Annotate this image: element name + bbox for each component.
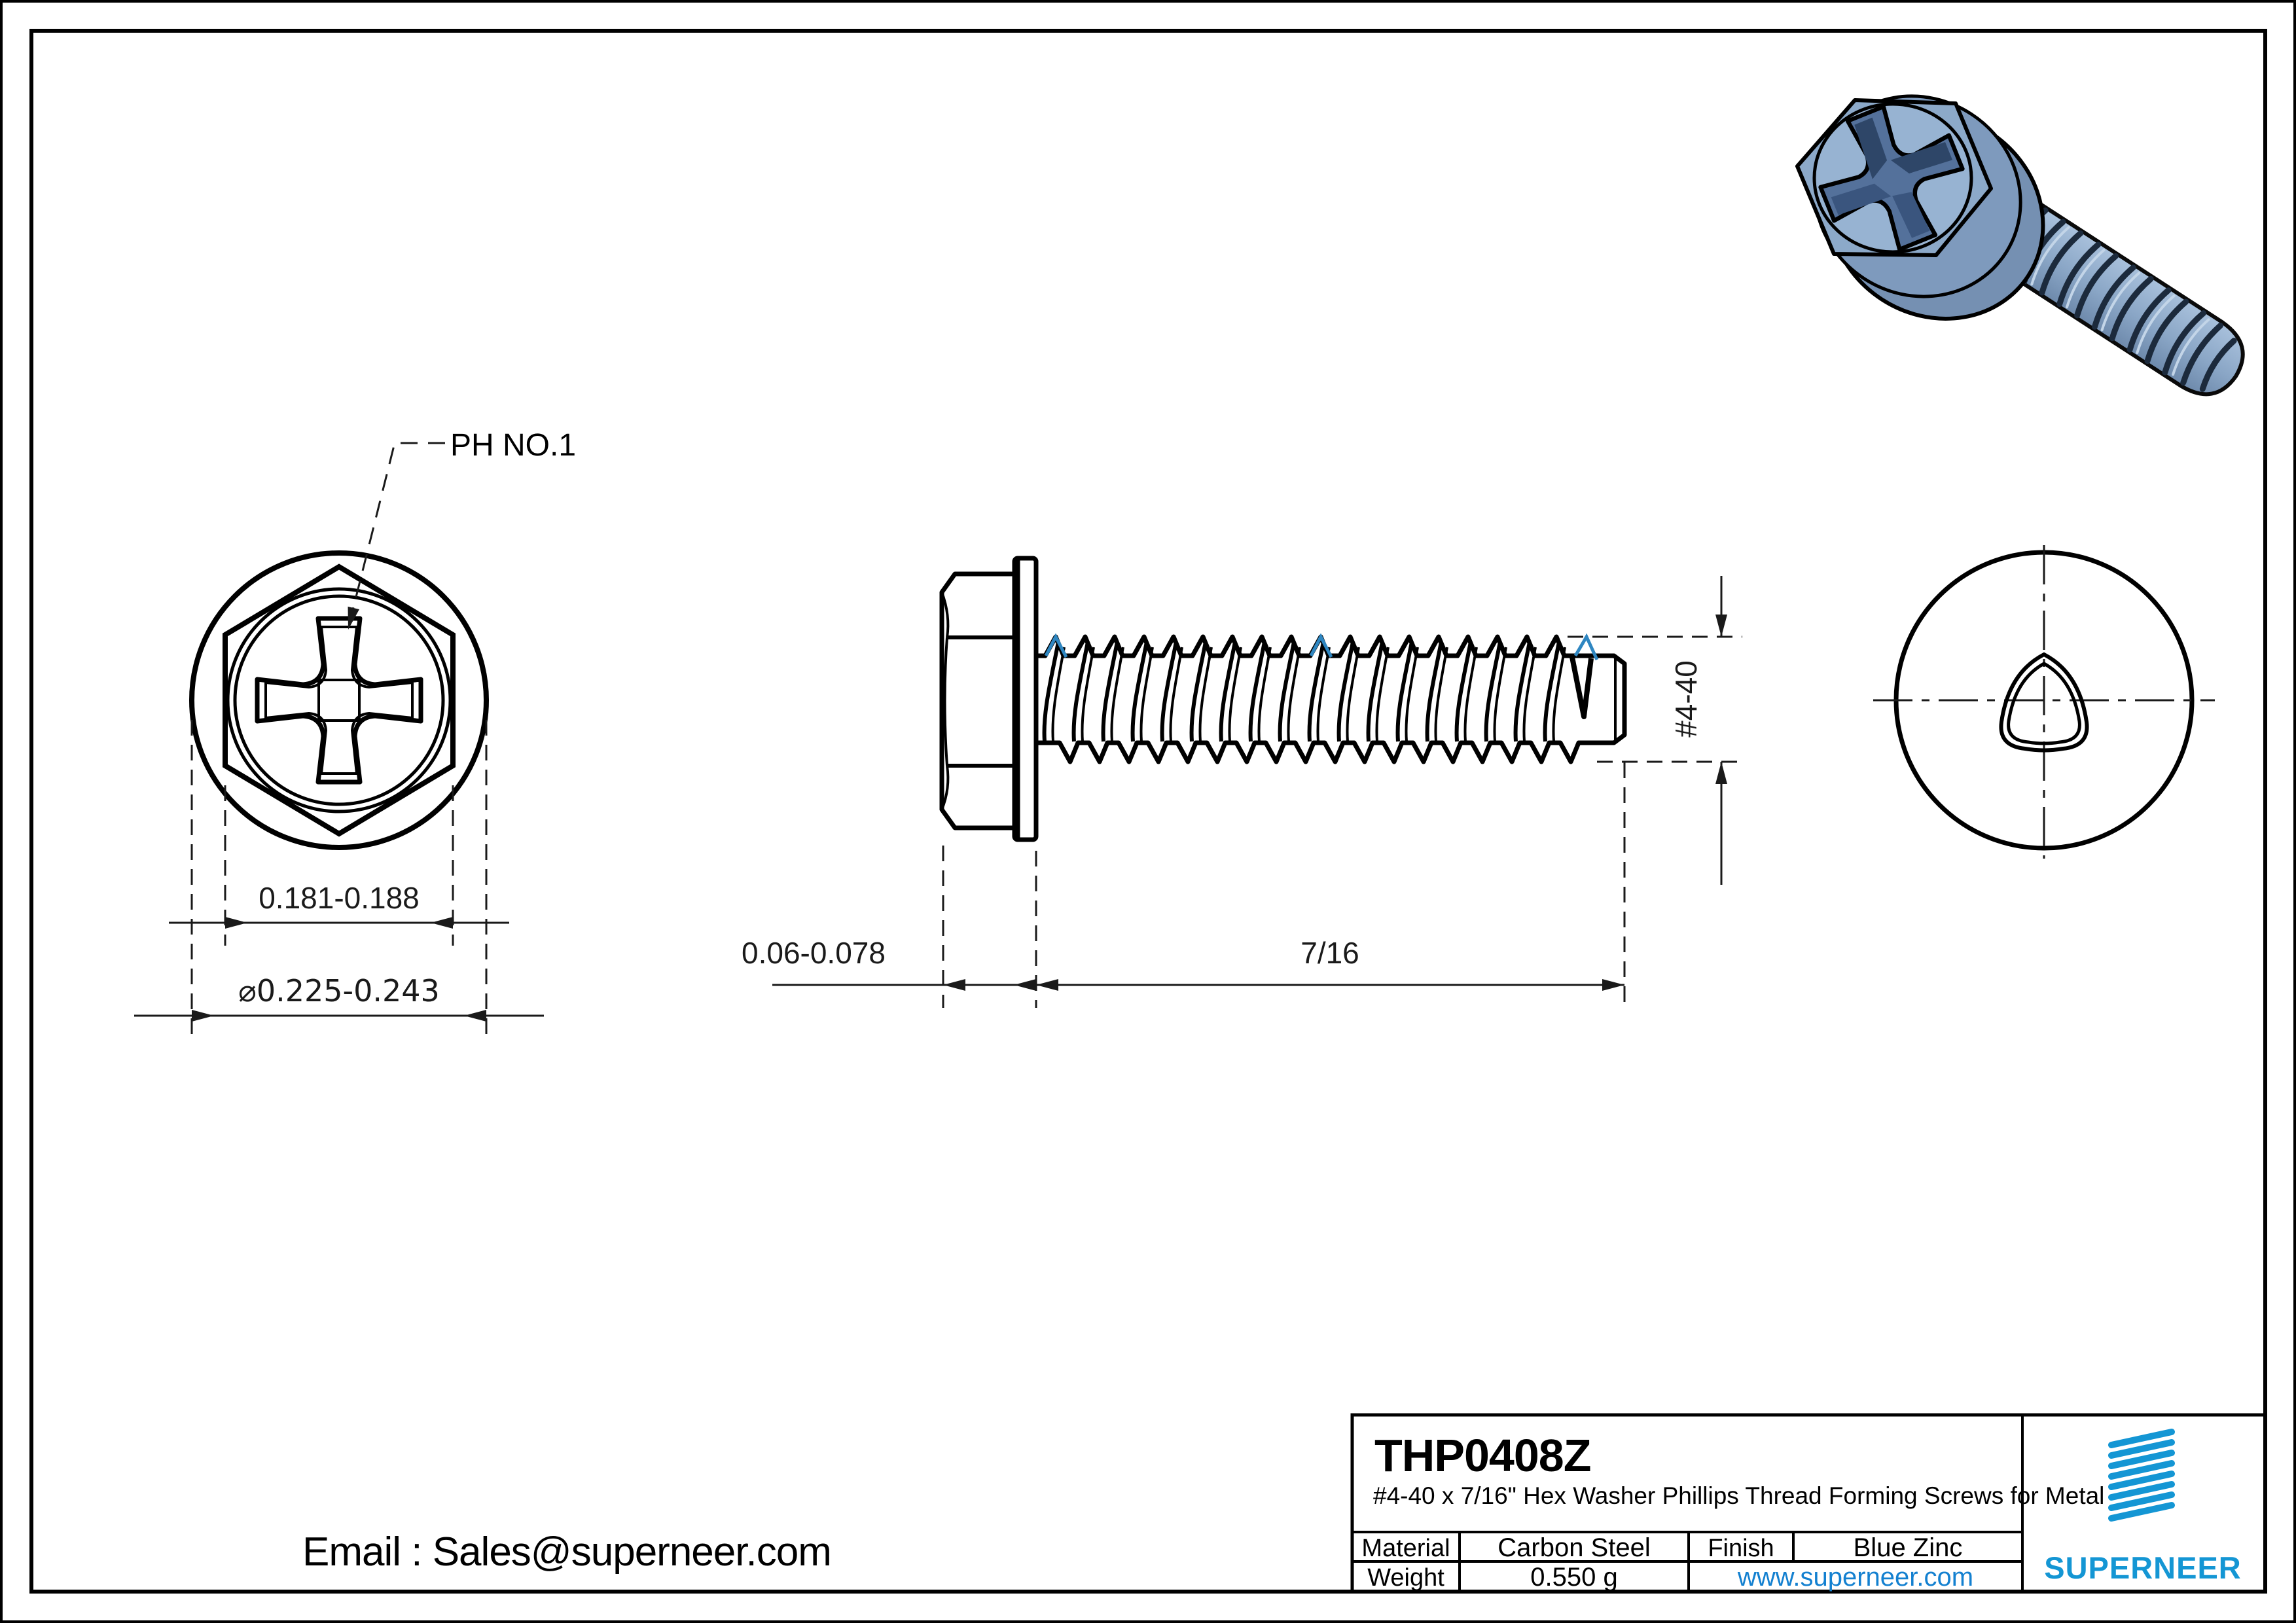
- thread-line: [1513, 641, 1532, 742]
- thread-line: [1160, 641, 1178, 742]
- thread-line: [1543, 641, 1561, 742]
- thread-line: [1130, 641, 1149, 742]
- phillips-recess: [255, 616, 423, 785]
- head-profile: [939, 571, 1017, 830]
- thread-line: [1375, 647, 1390, 742]
- material-value: Carbon Steel: [1498, 1533, 1650, 1562]
- thread-line: [1042, 641, 1060, 742]
- material-label: Material: [1361, 1535, 1450, 1562]
- washer-outline-circle: [189, 550, 489, 850]
- thread-runout: [1570, 656, 1594, 719]
- thread-line: [1287, 647, 1301, 742]
- thread-line: [1434, 647, 1448, 742]
- phillips-center-square: [317, 679, 361, 722]
- hex-width-value: 0.181-0.188: [259, 881, 420, 915]
- phillips-outer-cross: [255, 616, 423, 785]
- finish-value: Blue Zinc: [1854, 1533, 1963, 1562]
- thread-line: [1169, 647, 1183, 742]
- screw-3d-head: [1795, 94, 2045, 321]
- thread-line: [1139, 647, 1154, 742]
- side-view-screw: 0.06-0.078 7/16 #4-40: [742, 556, 1742, 1008]
- thread-length-dimension: 7/16: [1036, 936, 1624, 991]
- front-view-head: PH NO.1 0.181-0.188 ⌀0.225-0.243: [134, 428, 576, 1037]
- thread-line: [1278, 641, 1296, 742]
- thread-line: [1189, 641, 1208, 742]
- hex-outline: [223, 563, 456, 837]
- thread-line: [1198, 647, 1213, 742]
- thread-size-value: #4-40: [1669, 660, 1703, 738]
- drive-leader-line: [348, 442, 445, 624]
- website-link[interactable]: www.superneer.com: [1737, 1563, 1973, 1592]
- weight-label: Weight: [1367, 1564, 1444, 1592]
- thread-line: [1522, 647, 1537, 742]
- thread-profile: [1038, 634, 1592, 764]
- head-facet-arc: [943, 637, 948, 766]
- finish-label: Finish: [1708, 1535, 1774, 1562]
- thread-line: [1316, 647, 1331, 742]
- weight-value: 0.550 g: [1530, 1563, 1617, 1592]
- head-chamfer-circle-inner: [233, 594, 445, 806]
- brand-logo-stripes-icon: [2108, 1429, 2175, 1522]
- thread-line: [1463, 647, 1478, 742]
- contact-email: Email : Sales@superneer.com: [302, 1529, 831, 1575]
- screw-tip: [1592, 653, 1627, 745]
- thread-line: [1454, 641, 1473, 742]
- hex-width-dimension: 0.181-0.188: [169, 881, 509, 929]
- head-chamfer-arc: [941, 592, 950, 638]
- thread-line: [1552, 647, 1566, 742]
- head-height-dimension: 0.06-0.078: [742, 936, 1036, 991]
- thread-line: [1395, 641, 1414, 742]
- part-description: #4-40 x 7/16" Hex Washer Phillips Thread…: [1373, 1482, 2104, 1509]
- thread-line: [1219, 641, 1237, 742]
- title-block-border: [1350, 1413, 2267, 1594]
- phillips-inner-cross: [264, 626, 414, 775]
- trilobe-inner: [2007, 662, 2081, 745]
- thread-line: [1336, 641, 1355, 742]
- thread-line: [1366, 641, 1384, 742]
- thread-line: [1228, 647, 1242, 742]
- drawing-frame: [29, 29, 2267, 1594]
- head-chamfer-arc: [941, 765, 950, 810]
- thread-size-dimension: #4-40: [1568, 576, 1742, 885]
- washer-diameter-dimension: ⌀0.225-0.243: [134, 973, 544, 1022]
- thread-line: [1307, 641, 1325, 742]
- brand-name: SUPERNEER: [2044, 1550, 2242, 1585]
- thread-line: [1484, 641, 1502, 742]
- part-number: THP0408Z: [1374, 1430, 1590, 1481]
- thread-line: [1081, 647, 1095, 742]
- thread-line: [1051, 647, 1066, 742]
- thread-line: [1425, 641, 1443, 742]
- drive-label: PH NO.1: [450, 428, 576, 463]
- thread-length-value: 7/16: [1300, 936, 1359, 970]
- thread-line: [1038, 634, 1592, 658]
- washer-diameter-value: ⌀0.225-0.243: [238, 973, 440, 1008]
- brand-logo: SUPERNEER: [2044, 1429, 2242, 1585]
- thread-line: [1101, 641, 1119, 742]
- thread-line: [1248, 641, 1266, 742]
- head-chamfer-circle-outer: [226, 587, 452, 813]
- thread-line: [1257, 647, 1272, 742]
- thread-line: [1038, 740, 1592, 764]
- thread-line: [1493, 647, 1507, 742]
- phillips-3d: [1818, 104, 1965, 252]
- thread-line: [1405, 647, 1419, 742]
- thread-mark-blue: [1044, 633, 1599, 661]
- leader-arrowhead: [348, 606, 359, 630]
- thread-line: [1071, 641, 1090, 742]
- trilobe-outer: [1999, 652, 2089, 753]
- title-block: THP0408Z #4-40 x 7/16" Hex Washer Philli…: [1350, 1413, 2267, 1594]
- screw-3d-render: [1795, 94, 2245, 397]
- head-height-value: 0.06-0.078: [742, 936, 886, 970]
- thread-line: [1110, 647, 1124, 742]
- end-view-trilobe: [1873, 545, 2215, 859]
- thread-line: [1346, 647, 1360, 742]
